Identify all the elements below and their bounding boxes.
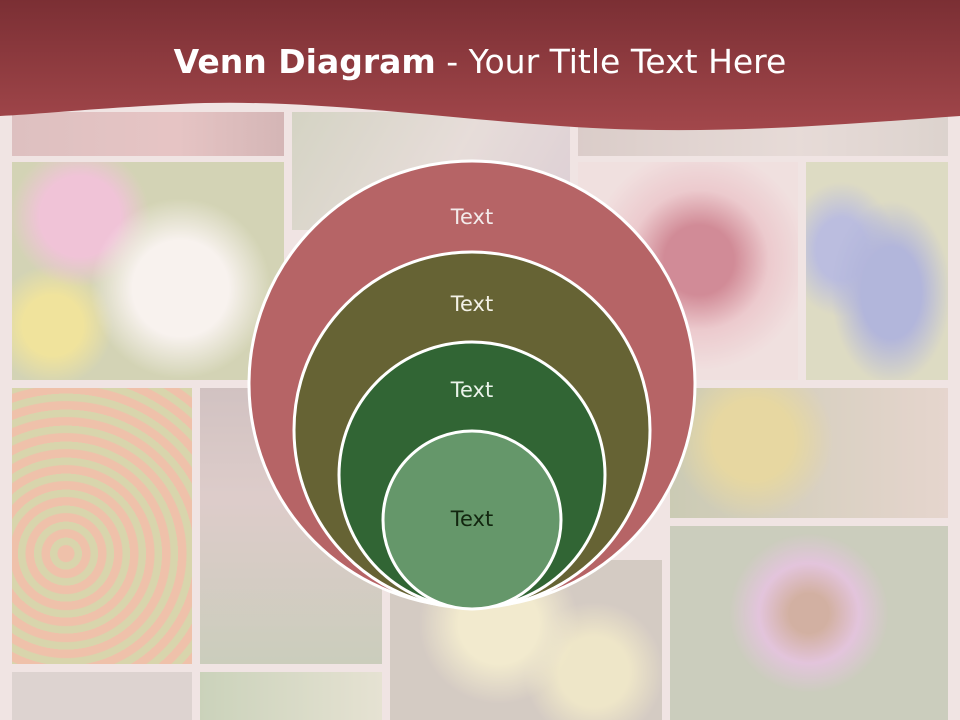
venn-circle-4[interactable]: Text [381, 429, 563, 611]
photo-tile-top-left [12, 112, 284, 156]
venn-label-3: Text [450, 378, 493, 402]
photo-tile-coneflower [670, 526, 948, 720]
venn-label-1: Text [450, 205, 493, 229]
title-rest: - Your Title Text Here [435, 42, 787, 81]
title-banner [0, 0, 960, 131]
banner-shape [0, 0, 960, 131]
photo-tile-man [670, 388, 948, 518]
venn-label-4: Text [450, 507, 493, 531]
page-title: Venn Diagram - Your Title Text Here [0, 40, 960, 84]
venn-label-2: Text [450, 292, 493, 316]
venn-circle-4-shape [381, 429, 563, 611]
photo-tile-daisy [12, 162, 284, 380]
photo-tile-bottom-left [12, 672, 192, 720]
title-bold: Venn Diagram [173, 42, 436, 81]
photo-tile-hyacinth [806, 162, 948, 380]
photo-tile-bottom-mid [200, 672, 382, 720]
photo-tile-tulips [12, 388, 192, 664]
